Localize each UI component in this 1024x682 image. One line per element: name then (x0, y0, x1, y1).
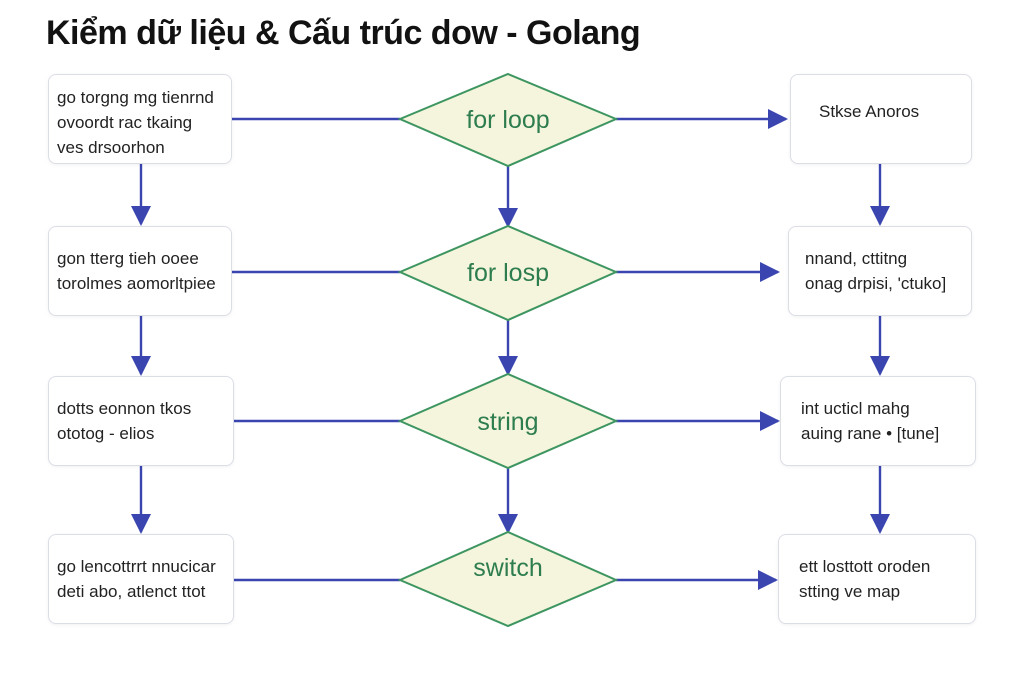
left-box-1-line-1: go torgng mg tienrnd (57, 88, 214, 107)
right-box-4-line-2: stting ve map (799, 582, 901, 601)
decision-diamond-3: string (397, 372, 619, 470)
left-box-2-line-1: gon tterg tieh ooee (57, 249, 199, 268)
right-box-4: ett losttott oroden stting ve map (778, 534, 976, 624)
row-connectors (232, 109, 788, 590)
left-box-4-line-1: go lencottrrt nnucicar (57, 557, 216, 576)
left-box-3-line-1: dotts eonnon tkos (57, 399, 192, 418)
left-box-1-line-2: ovoordt rac tkaing (57, 113, 193, 132)
left-box-1-line-3: ves drsoorhon (57, 138, 165, 157)
right-box-1-line-1: Stkse Anoros (819, 102, 920, 121)
decision-diamond-1: for loop (397, 72, 619, 168)
left-box-2: gon tterg tieh ooee torolmes aomorltpiee (48, 226, 232, 316)
diamond-shape (397, 372, 619, 470)
left-box-4-line-2: deti abo, atlenct ttot (57, 582, 206, 601)
right-box-2-line-1: nnand, cttitng (805, 249, 908, 268)
left-box-3: dotts eonnon tkos ototog - elios (48, 376, 234, 466)
decision-label-2: for losp (467, 259, 549, 287)
right-box-3-line-2: auing rane • [tune] (801, 424, 940, 443)
right-box-2: nnand, cttitng onag drpisi, 'ctuko] (788, 226, 972, 316)
decision-label-1: for loop (466, 106, 549, 134)
decision-diamond-2: for losp (397, 224, 619, 322)
decision-label-3: string (477, 408, 538, 436)
page-title: Kiểm dữ liệu & Cấu trúc dow - Golang (46, 14, 641, 52)
left-box-3-line-2: ototog - elios (57, 424, 155, 443)
left-box-2-line-2: torolmes aomorltpiee (57, 274, 216, 293)
right-box-1: Stkse Anoros (790, 74, 972, 164)
diamond-shape (397, 72, 619, 168)
right-box-2-line-2: onag drpisi, 'ctuko] (805, 274, 947, 293)
diamond-shape (397, 530, 619, 628)
diamond-shape (397, 224, 619, 322)
left-box-1: go torgng mg tienrnd ovoordt rac tkaing … (48, 74, 232, 164)
right-box-4-line-1: ett losttott oroden (799, 557, 931, 576)
right-box-3: int ucticl mahg auing rane • [tune] (780, 376, 976, 466)
decision-label-4: switch (473, 554, 542, 582)
decision-diamond-4: switch (397, 530, 619, 628)
left-box-4: go lencottrrt nnucicar deti abo, atlenct… (48, 534, 234, 624)
right-box-3-line-1: int ucticl mahg (801, 399, 910, 418)
